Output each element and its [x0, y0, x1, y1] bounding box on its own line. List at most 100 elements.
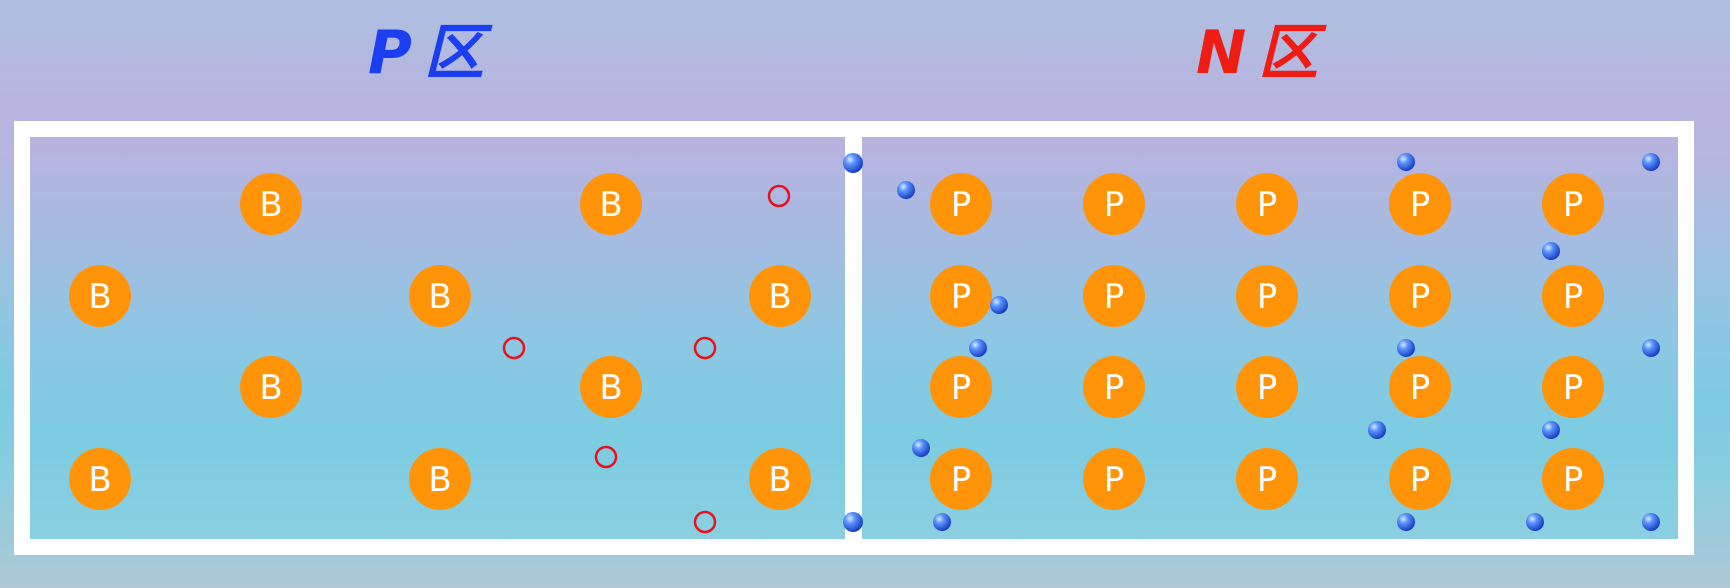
donor-ion-r2-c1: P — [930, 265, 992, 327]
donor-ion-r3-c1-circle — [930, 356, 992, 418]
donor-ion-r3-c5-label: P — [1563, 368, 1584, 408]
electron-10 — [1542, 421, 1560, 439]
acceptor-ion-r3-c1-label: B — [259, 368, 282, 408]
acceptor-ion-r3-c2-label: B — [599, 368, 622, 408]
acceptor-ion-r2-c2-circle — [409, 265, 471, 327]
donor-ion-r1-c3-circle — [1236, 173, 1298, 235]
donor-ion-r1-c2: P — [1083, 173, 1145, 235]
donor-ion-r2-c4-circle — [1389, 265, 1451, 327]
donor-ion-r3-c4-label: P — [1410, 368, 1431, 408]
donor-ion-r4-c1-circle — [930, 448, 992, 510]
acceptor-ion-r4-c2-label: B — [428, 460, 451, 500]
donor-ion-r2-c2-circle — [1083, 265, 1145, 327]
acceptor-ion-r4-c2-circle — [409, 448, 471, 510]
acceptor-ion-r2-c1: B — [69, 265, 131, 327]
donor-ion-r2-c3-label: P — [1257, 277, 1278, 317]
electron-13 — [1397, 513, 1415, 531]
donor-ion-r3-c2-label: P — [1104, 368, 1125, 408]
acceptor-ion-r4-c1: B — [69, 448, 131, 510]
acceptor-ion-r4-c1-label: B — [88, 460, 111, 500]
electron-9 — [1368, 421, 1386, 439]
hole-1 — [767, 184, 791, 208]
electron-5 — [990, 296, 1008, 314]
donor-ion-r1-c5: P — [1542, 173, 1604, 235]
donor-ion-r3-c2: P — [1083, 356, 1145, 418]
electron-14 — [1526, 513, 1544, 531]
acceptor-ion-r1-c2-label: B — [599, 185, 622, 225]
donor-ion-r2-c5: P — [1542, 265, 1604, 327]
acceptor-ion-r2-c1-circle — [69, 265, 131, 327]
acceptor-ion-r2-c3-circle — [749, 265, 811, 327]
donor-ion-r2-c1-circle — [930, 265, 992, 327]
donor-ion-r3-c5-circle — [1542, 356, 1604, 418]
donor-ion-r4-c1-label: P — [951, 460, 972, 500]
electron-2 — [1397, 153, 1415, 171]
electron-11 — [912, 439, 930, 457]
acceptor-ion-r4-c2: B — [409, 448, 471, 510]
electron-7 — [1397, 339, 1415, 357]
donor-ion-r4-c1: P — [930, 448, 992, 510]
donor-ion-r4-c5-circle — [1542, 448, 1604, 510]
p-region-acceptor-ions: B B B B B B B B B B — [69, 173, 811, 510]
donor-ion-r3-c5: P — [1542, 356, 1604, 418]
donor-ion-r3-c4-circle — [1389, 356, 1451, 418]
acceptor-ion-r4-c3: B — [749, 448, 811, 510]
donor-ion-r3-c3-circle — [1236, 356, 1298, 418]
acceptor-ion-r4-c3-label: B — [768, 460, 791, 500]
donor-ion-r4-c3-label: P — [1257, 460, 1278, 500]
acceptor-ion-r2-c2-label: B — [428, 277, 451, 317]
electron-12 — [933, 513, 951, 531]
donor-ion-r1-c2-label: P — [1104, 185, 1125, 225]
donor-ion-r4-c4: P — [1389, 448, 1451, 510]
donor-ion-r3-c3: P — [1236, 356, 1298, 418]
electron-8 — [1642, 339, 1660, 357]
donor-ion-r2-c5-label: P — [1563, 277, 1584, 317]
donor-ion-r1-c1-circle — [930, 173, 992, 235]
acceptor-ion-r3-c2: B — [580, 356, 642, 418]
hole-4 — [594, 445, 618, 469]
electron-17 — [843, 512, 863, 532]
p-region-holes — [502, 184, 791, 534]
donor-ion-r4-c2-label: P — [1104, 460, 1125, 500]
donor-ion-r2-c5-circle — [1542, 265, 1604, 327]
donor-ion-r4-c2-circle — [1083, 448, 1145, 510]
junction-divider — [845, 121, 862, 555]
donor-ion-r1-c4: P — [1389, 173, 1451, 235]
donor-ion-r4-c2: P — [1083, 448, 1145, 510]
acceptor-ion-r2-c3: B — [749, 265, 811, 327]
donor-ion-r2-c2: P — [1083, 265, 1145, 327]
donor-ion-r2-c3-circle — [1236, 265, 1298, 327]
acceptor-ion-r3-c1: B — [240, 356, 302, 418]
donor-ion-r2-c1-label: P — [951, 277, 972, 317]
electron-4 — [1542, 242, 1560, 260]
donor-ion-r4-c4-circle — [1389, 448, 1451, 510]
acceptor-ion-r1-c1-circle — [240, 173, 302, 235]
hole-5 — [693, 510, 717, 534]
donor-ion-r1-c3: P — [1236, 173, 1298, 235]
donor-ion-r3-c1-label: P — [951, 368, 972, 408]
donor-ion-r2-c2-label: P — [1104, 277, 1125, 317]
donor-ion-r4-c5: P — [1542, 448, 1604, 510]
donor-ion-r1-c3-label: P — [1257, 185, 1278, 225]
donor-ion-r4-c3-circle — [1236, 448, 1298, 510]
acceptor-ion-r2-c2: B — [409, 265, 471, 327]
donor-ion-r4-c5-label: P — [1563, 460, 1584, 500]
donor-ion-r1-c4-circle — [1389, 173, 1451, 235]
donor-ion-r2-c4: P — [1389, 265, 1451, 327]
donor-ion-r4-c3: P — [1236, 448, 1298, 510]
hole-2 — [502, 336, 526, 360]
acceptor-ion-r3-c2-circle — [580, 356, 642, 418]
acceptor-ion-r1-c1-label: B — [259, 185, 282, 225]
donor-ion-r3-c4: P — [1389, 356, 1451, 418]
donor-ion-r2-c4-label: P — [1410, 277, 1431, 317]
acceptor-ion-r2-c3-label: B — [768, 277, 791, 317]
donor-ion-r1-c2-circle — [1083, 173, 1145, 235]
electron-3 — [1642, 153, 1660, 171]
donor-ion-r1-c4-label: P — [1410, 185, 1431, 225]
donor-ion-r3-c2-circle — [1083, 356, 1145, 418]
electron-1 — [897, 181, 915, 199]
donor-ion-r3-c1: P — [930, 356, 992, 418]
